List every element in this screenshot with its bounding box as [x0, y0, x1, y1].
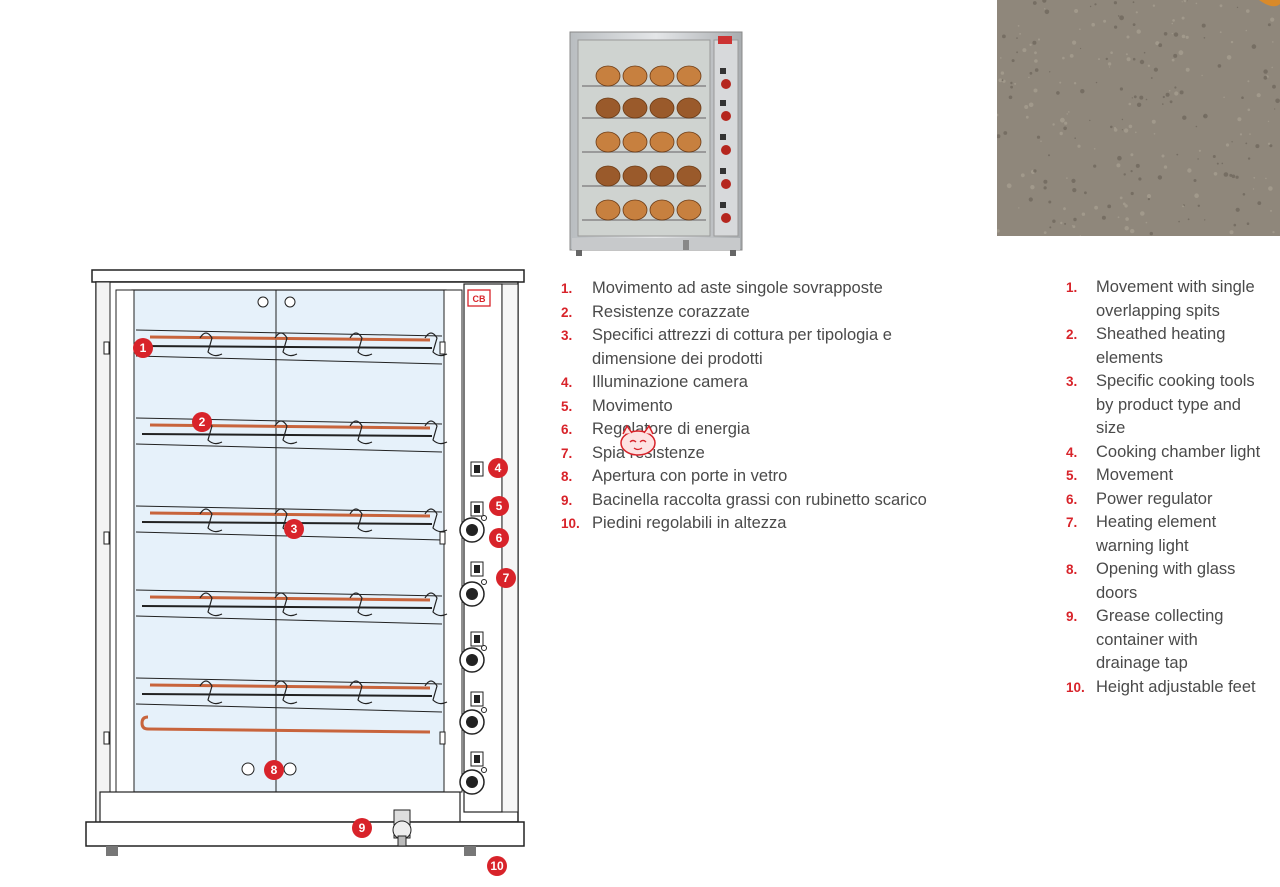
- svg-text:7: 7: [503, 571, 510, 585]
- legend-text: Power regulator: [1096, 489, 1213, 508]
- legend-number: 6.: [561, 422, 573, 437]
- legend-text: Sheathed heating elements: [1096, 325, 1226, 367]
- legend-number: 3.: [561, 328, 573, 343]
- legend-item: 1. Movement with single overlapping spits: [1066, 276, 1266, 323]
- legend-text: Specifici attrezzi di cottura per tipolo…: [592, 326, 892, 368]
- legend-english: 1. Movement with single overlapping spits…: [1066, 276, 1266, 699]
- legend-number: 10.: [561, 516, 580, 531]
- stone-texture-image: [997, 0, 1280, 236]
- legend-item: 9. Bacinella raccolta grassi con rubinett…: [561, 489, 961, 513]
- legend-number: 6.: [1066, 491, 1078, 507]
- legend-number: 5.: [561, 398, 573, 414]
- brand-badge: CB: [473, 294, 486, 304]
- legend-number: 4.: [1066, 444, 1078, 460]
- legend-number: 2.: [561, 304, 573, 320]
- legend-number: 10.: [1066, 679, 1085, 695]
- legend-number: 1.: [1066, 280, 1078, 295]
- legend-italian: 1. Movimento ad aste singole sovrapposte 2…: [561, 277, 961, 536]
- svg-text:2: 2: [199, 415, 206, 429]
- legend-text: Grease collecting container with drainag…: [1096, 607, 1224, 672]
- legend-item: 1. Movimento ad aste singole sovrapposte: [561, 277, 961, 301]
- legend-number: 7.: [1066, 515, 1078, 530]
- legend-item: 9. Grease collecting container with drain…: [1066, 605, 1266, 676]
- legend-number: 8.: [1066, 562, 1078, 577]
- product-photo: [568, 30, 746, 258]
- svg-text:10: 10: [490, 859, 504, 873]
- callout-6: 6: [489, 528, 509, 548]
- legend-item: 3. Specific cooking tools by product type…: [1066, 370, 1266, 441]
- legend-item: 5. Movimento: [561, 395, 961, 419]
- legend-text: Piedini regolabili in altezza: [592, 514, 787, 532]
- callout-3: 3: [284, 519, 304, 539]
- legend-text: Movimento ad aste singole sovrapposte: [592, 279, 883, 297]
- rotisserie-drawing: CB 1 2 3 4 5 6 7 8 9 10: [80, 262, 530, 882]
- callout-1: 1: [133, 338, 153, 358]
- legend-number: 5.: [1066, 468, 1078, 483]
- legend-text: Bacinella raccolta grassi con rubinetto …: [592, 490, 927, 509]
- legend-item: 2. Resistenze corazzate: [561, 301, 961, 325]
- legend-item: 8. Apertura con porte in vetro: [561, 465, 961, 489]
- legend-item: 6. Power regulator: [1066, 488, 1266, 512]
- svg-text:8: 8: [271, 763, 278, 777]
- legend-text: Opening with glass doors: [1096, 560, 1236, 602]
- legend-text: Movimento: [592, 396, 673, 415]
- svg-text:1: 1: [140, 341, 147, 355]
- svg-text:6: 6: [496, 531, 503, 545]
- legend-text: Heating element warning light: [1096, 513, 1217, 555]
- legend-text: Movement with single overlapping spits: [1096, 278, 1255, 320]
- callout-4: 4: [488, 458, 508, 478]
- callout-10: 10: [487, 856, 507, 876]
- callout-7: 7: [496, 568, 516, 588]
- legend-item: 10. Height adjustable feet: [1066, 676, 1266, 700]
- svg-text:3: 3: [291, 522, 298, 536]
- legend-item: 10. Piedini regolabili in altezza: [561, 512, 961, 536]
- legend-item: 4. Cooking chamber light: [1066, 441, 1266, 465]
- callout-9: 9: [352, 818, 372, 838]
- legend-number: 9.: [561, 492, 573, 508]
- legend-text: Cooking chamber light: [1096, 442, 1261, 461]
- legend-number: 3.: [1066, 374, 1078, 389]
- legend-text: Apertura con porte in vetro: [592, 467, 788, 485]
- legend-item: 3. Specifici attrezzi di cottura per tipo…: [561, 324, 961, 371]
- legend-number: 8.: [561, 469, 573, 484]
- legend-number: 7.: [561, 445, 573, 461]
- cat-sticker-icon: [620, 424, 656, 456]
- legend-item: 4. Illuminazione camera: [561, 371, 961, 395]
- svg-text:5: 5: [496, 499, 503, 513]
- callout-8: 8: [264, 760, 284, 780]
- legend-text: Illuminazione camera: [592, 373, 748, 391]
- svg-text:4: 4: [495, 461, 502, 475]
- legend-item: 5. Movement: [1066, 464, 1266, 488]
- legend-number: 4.: [561, 375, 573, 390]
- svg-text:9: 9: [359, 821, 366, 835]
- legend-text: Resistenze corazzate: [592, 302, 750, 321]
- callout-2: 2: [192, 412, 212, 432]
- legend-text: Specific cooking tools by product type a…: [1096, 372, 1255, 437]
- legend-text: Movement: [1096, 466, 1174, 484]
- legend-number: 2.: [1066, 327, 1078, 342]
- legend-item: 8. Opening with glass doors: [1066, 558, 1266, 605]
- legend-number: 9.: [1066, 609, 1078, 624]
- legend-item: 7. Heating element warning light: [1066, 511, 1266, 558]
- legend-item: 2. Sheathed heating elements: [1066, 323, 1266, 370]
- callout-5: 5: [489, 496, 509, 516]
- legend-text: Height adjustable feet: [1096, 677, 1256, 696]
- legend-number: 1.: [561, 281, 573, 296]
